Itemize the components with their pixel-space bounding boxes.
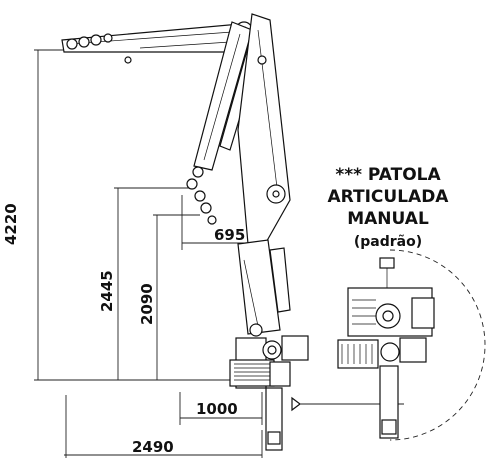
dim-695: 695: [214, 226, 245, 244]
dim-2445: 2445: [98, 270, 116, 312]
note-line-1: *** PATOLA: [335, 165, 441, 185]
crane-column: [229, 239, 404, 451]
dimension-lines: [34, 49, 263, 458]
crane-boom: [61, 13, 291, 247]
note-line-4: (padrão): [354, 234, 422, 250]
dim-1000: 1000: [196, 400, 238, 418]
dim-2490: 2490: [132, 438, 174, 456]
note-line-2: ARTICULADA: [328, 187, 450, 207]
dim-4220: 4220: [2, 203, 20, 245]
outrigger-detail: [337, 249, 486, 441]
dim-2090: 2090: [138, 283, 156, 325]
note-line-3: MANUAL: [347, 209, 429, 229]
